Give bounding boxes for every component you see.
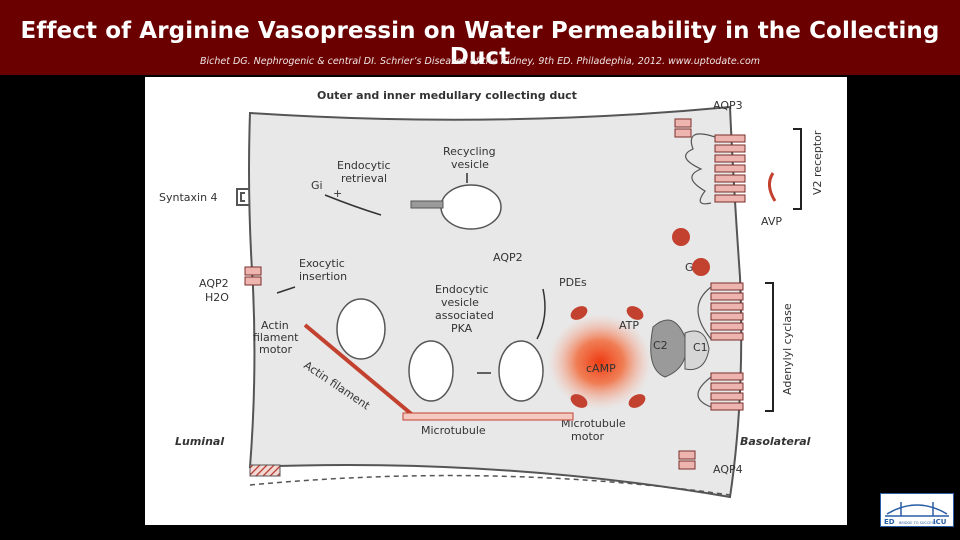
gas-protein-1 — [672, 228, 690, 246]
title-bar: Effect of Arginine Vasopressin on Water … — [0, 0, 960, 75]
label-h2o: H2O — [205, 291, 229, 304]
citation: Bichet DG. Nephrogenic & central DI. Sch… — [199, 56, 761, 67]
label-recycling-2: vesicle — [451, 158, 489, 171]
label-endocytic-retrieval-2: retrieval — [341, 172, 387, 185]
label-aqp2-apical: AQP2 — [199, 277, 229, 290]
camp-glow — [548, 314, 652, 410]
label-endo-vesicle-3: associated — [435, 309, 494, 322]
label-endo-vesicle-4: PKA — [451, 322, 473, 335]
label-aqp4: AQP4 — [713, 463, 743, 476]
label-aqp3: AQP3 — [713, 99, 743, 112]
label-mt-motor-2: motor — [571, 430, 604, 443]
label-adenylyl-cyclase: Adenylyl cyclase — [781, 303, 794, 395]
label-exocytic-2: insertion — [299, 270, 347, 283]
label-gi: Gi — [311, 179, 323, 192]
pde-enzymes — [570, 306, 646, 408]
next-cell-outline — [249, 474, 731, 496]
tight-junction — [249, 464, 281, 477]
label-syntaxin4: Syntaxin 4 — [159, 191, 218, 204]
arrows — [276, 173, 546, 374]
label-recycling-1: Recycling — [443, 145, 496, 158]
v2-receptor — [714, 134, 746, 203]
label-endo-vesicle-2: vesicle — [441, 296, 479, 309]
gas-protein-2 — [692, 258, 710, 276]
label-luminal: Luminal — [175, 435, 224, 448]
label-actin-motor-3: motor — [259, 343, 292, 356]
ac-loops — [697, 286, 712, 408]
syntaxin-shape — [236, 188, 249, 206]
microtubule — [402, 412, 574, 421]
recycling-membrane — [410, 200, 444, 209]
slide-title: Effect of Arginine Vasopressin on Water … — [20, 18, 940, 70]
aqp4-channel — [678, 450, 696, 470]
label-basolateral: Basolateral — [740, 435, 811, 448]
label-exocytic-1: Exocytic — [299, 257, 345, 270]
edicu-logo: ED ICU BRIDGE TO SUCCESS — [880, 493, 954, 527]
diagram-svg: Outer and inner medullary collecting duc… — [159, 89, 824, 499]
svg-text:ICU: ICU — [933, 518, 947, 526]
label-camp: cAMP — [586, 362, 616, 375]
aqp3-channel — [674, 118, 692, 138]
label-plus: + — [333, 187, 342, 200]
c2-domain — [650, 319, 687, 378]
aqp2-apical-channel — [244, 266, 262, 286]
label-c1: C1 — [693, 341, 708, 354]
svg-text:ED: ED — [884, 518, 895, 526]
avp-ligand — [768, 172, 777, 202]
label-pdes: PDEs — [559, 276, 587, 289]
cell-outline — [248, 105, 743, 499]
vesicles — [336, 184, 544, 402]
label-aqp2-inner: AQP2 — [493, 251, 523, 264]
diagram-heading: Outer and inner medullary collecting duc… — [317, 89, 577, 102]
label-endocytic-retrieval-1: Endocytic — [337, 159, 391, 172]
collecting-duct-diagram: Outer and inner medullary collecting duc… — [145, 77, 847, 525]
actin-filament — [303, 323, 417, 419]
label-atp: ATP — [619, 319, 639, 332]
label-c2: C2 — [653, 339, 668, 352]
label-v2-receptor: V2 receptor — [811, 130, 824, 195]
adenylyl-cyclase — [710, 282, 744, 411]
label-actin-motor-2: filament — [253, 331, 299, 344]
label-endo-vesicle-1: Endocytic — [435, 283, 489, 296]
c1-domain — [684, 330, 710, 371]
v2-bracket — [793, 128, 802, 210]
ac-bracket — [765, 282, 774, 412]
label-mt-motor-1: Microtubule — [561, 417, 626, 430]
v2-loops — [685, 133, 716, 205]
label-actin-motor-1: Actin — [261, 319, 289, 332]
label-microtubule: Microtubule — [421, 424, 486, 437]
svg-text:BRIDGE TO SUCCESS: BRIDGE TO SUCCESS — [899, 521, 937, 525]
label-avp: AVP — [761, 215, 782, 228]
